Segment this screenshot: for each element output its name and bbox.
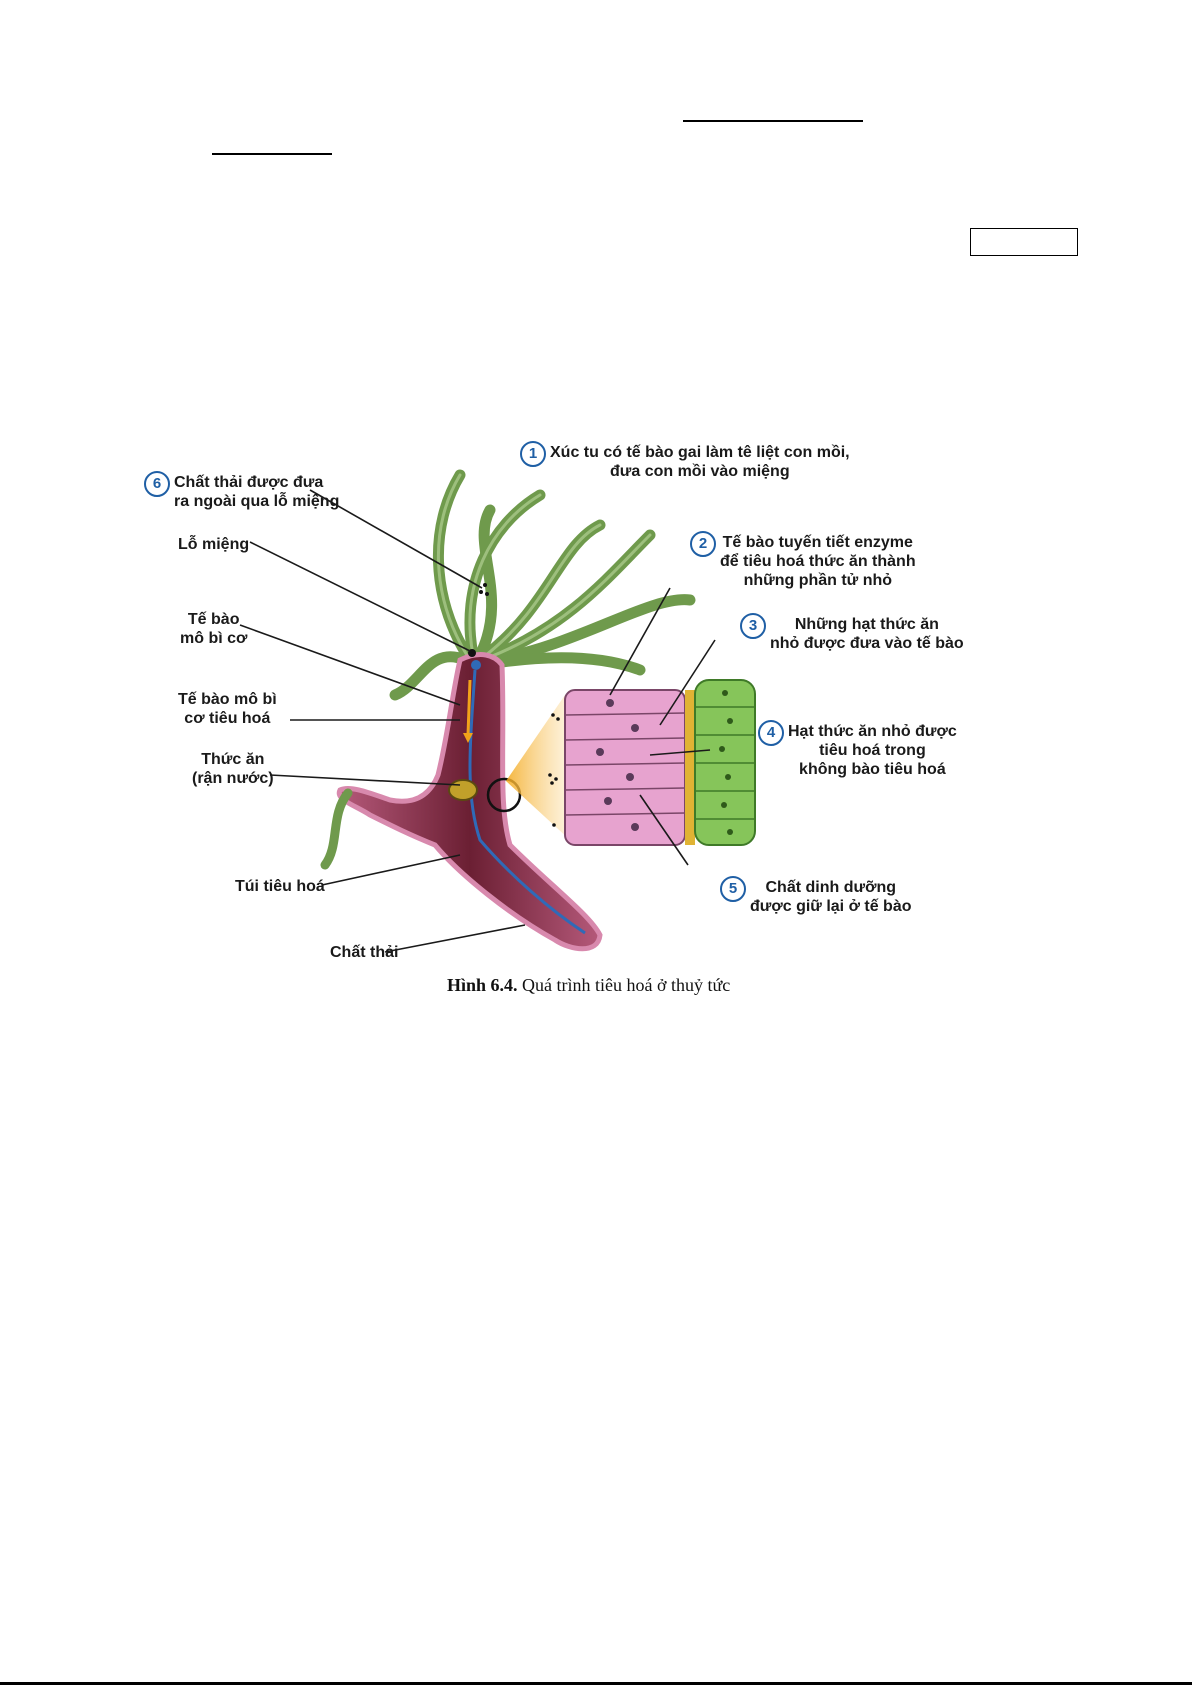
label-text-3: Những hạt thức ăn nhỏ được đưa vào tế bà…: [770, 616, 964, 652]
label-text-6: Chất thải được đưa ra ngoài qua lỗ miệng: [174, 474, 340, 510]
label-text-2: Tế bào tuyến tiết enzyme để tiêu hoá thứ…: [720, 534, 916, 589]
underline-rule-2: [212, 153, 332, 155]
label-epidermal-cell: Tế bào mô bì cơ: [180, 611, 248, 647]
step-number-6: 6: [144, 471, 170, 497]
hydra-body: [336, 652, 603, 952]
answer-box: [970, 228, 1078, 256]
food-item: [448, 779, 478, 801]
step-number-5: 5: [720, 876, 746, 902]
caption-number: Hình 6.4.: [447, 975, 518, 995]
label-food: Thức ăn (rận nước): [192, 751, 274, 787]
label-digestive-cell: Tế bào mô bì cơ tiêu hoá: [178, 691, 277, 727]
cell-layer-magnified: [548, 679, 756, 846]
step-number-4: 4: [758, 720, 784, 746]
page-bottom-rule: [0, 1682, 1192, 1685]
figure-caption: Hình 6.4. Quá trình tiêu hoá ở thuỷ tức: [447, 975, 730, 996]
label-waste: Chất thải: [330, 944, 399, 961]
label-text-5: Chất dinh dưỡng được giữ lại ở tế bào: [750, 879, 912, 915]
underline-rule-1: [683, 120, 863, 122]
label-mouth: Lỗ miệng: [178, 536, 250, 553]
step-number-1: 1: [520, 441, 546, 467]
hydra-illustration: [130, 445, 970, 1010]
leader-lines: [239, 489, 716, 953]
step-number-2: 2: [690, 531, 716, 557]
step-number-3: 3: [740, 613, 766, 639]
label-text-4: Hạt thức ăn nhỏ được tiêu hoá trong khôn…: [788, 723, 957, 778]
caption-text: Quá trình tiêu hoá ở thuỷ tức: [517, 975, 731, 995]
label-text-1: Xúc tu có tế bào gai làm tê liệt con mồi…: [550, 444, 850, 480]
label-gastric-sac: Túi tiêu hoá: [235, 878, 325, 895]
